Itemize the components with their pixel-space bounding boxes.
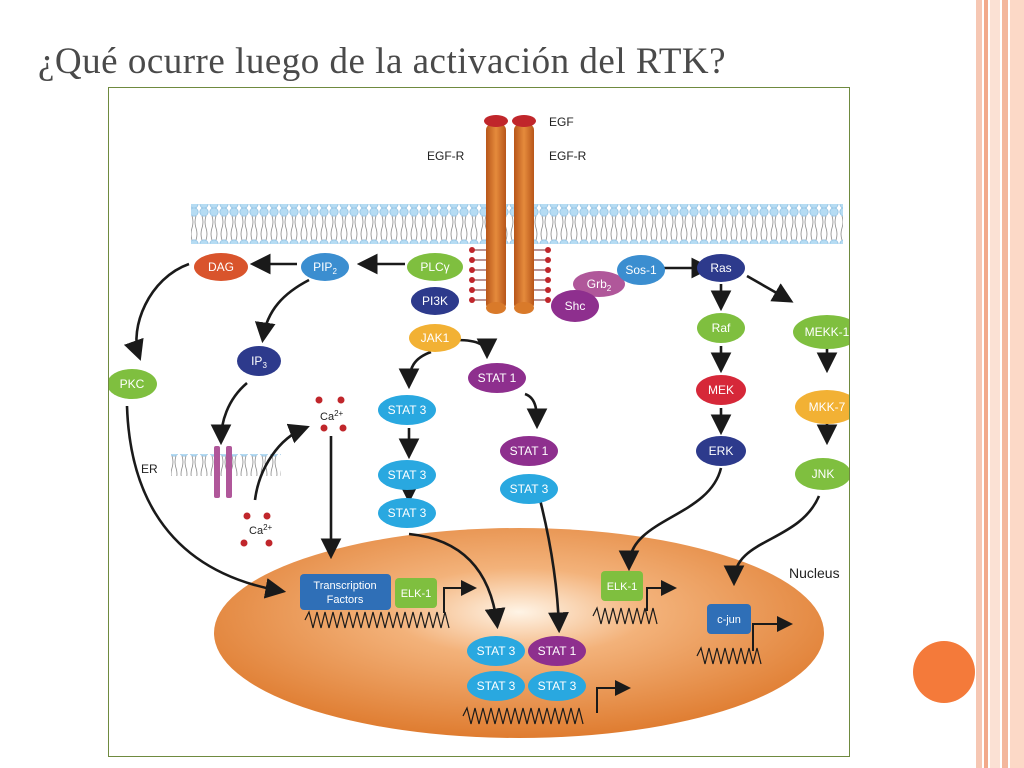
- svg-text:IP3: IP3: [251, 354, 267, 370]
- pkc-node: PKC: [109, 369, 157, 399]
- stat3-node-d: STAT 3: [378, 498, 436, 528]
- decorative-stripes: [976, 0, 1024, 768]
- calcium-label-bottom: Ca2+: [249, 523, 273, 537]
- stat1-node-b: STAT 1: [500, 436, 558, 466]
- svg-text:STAT 1: STAT 1: [478, 371, 517, 385]
- svg-text:DAG: DAG: [208, 260, 234, 274]
- nucleus-label: Nucleus: [789, 565, 840, 581]
- egf-ligand: [484, 115, 508, 127]
- svg-text:MKK-7: MKK-7: [809, 400, 846, 414]
- svg-text:STAT 1: STAT 1: [510, 444, 549, 458]
- egfr-left-label: EGF-R: [427, 149, 465, 163]
- phosphate-groups: [474, 249, 546, 301]
- dna-strands: [304, 606, 762, 725]
- calcium-ions-top: [315, 396, 347, 432]
- svg-text:PI3K: PI3K: [422, 294, 448, 308]
- elk1-right-box: ELK-1: [601, 571, 643, 601]
- stripe: [984, 0, 988, 768]
- jnk-node: JNK: [795, 458, 849, 490]
- mekk1-node: MEKK-1: [793, 315, 849, 349]
- nuclear-stat3-3: STAT 3: [528, 671, 586, 701]
- calcium-label-top: Ca2+: [320, 409, 344, 423]
- egf-receptor: [469, 115, 551, 314]
- raf-node: Raf: [697, 313, 745, 343]
- sos1-node: Sos-1: [617, 255, 665, 285]
- svg-text:STAT 1: STAT 1: [538, 644, 577, 658]
- dag-node: DAG: [194, 253, 248, 281]
- pip2-node: PIP2: [301, 253, 349, 281]
- svg-text:STAT 3: STAT 3: [538, 679, 577, 693]
- svg-text:MEKK-1: MEKK-1: [805, 325, 849, 339]
- calcium-ions-bottom: [240, 512, 273, 547]
- svg-text:PIP2: PIP2: [313, 260, 337, 276]
- shc-node: Shc: [551, 290, 599, 322]
- cjun-box: c-jun: [707, 604, 751, 634]
- gene-arrows: [443, 580, 793, 713]
- svg-text:MEK: MEK: [708, 383, 734, 397]
- svg-text:Shc: Shc: [565, 299, 586, 313]
- svg-text:Raf: Raf: [712, 321, 731, 335]
- ip3-receptor-channel: [226, 446, 232, 498]
- mek-node: MEK: [696, 375, 746, 405]
- pi3k-node: PI3K: [411, 287, 459, 315]
- svg-text:STAT 3: STAT 3: [477, 644, 516, 658]
- svg-text:STAT 3: STAT 3: [388, 403, 427, 417]
- svg-text:Sos-1: Sos-1: [625, 263, 657, 277]
- er-label: ER: [141, 462, 158, 476]
- grb2-node: Grb2: [573, 271, 625, 297]
- svg-text:JNK: JNK: [812, 467, 835, 481]
- nuclear-stat1: STAT 1: [528, 636, 586, 666]
- egfr-right-label: EGF-R: [549, 149, 587, 163]
- svg-text:STAT 3: STAT 3: [477, 679, 516, 693]
- stripe: [1010, 0, 1024, 768]
- stat3-node-b: STAT 3: [500, 474, 558, 504]
- svg-text:Factors: Factors: [327, 594, 364, 606]
- diagram-canvas: Nucleus EGF EGF-R EGF-R ER: [109, 115, 849, 738]
- svg-text:ELK-1: ELK-1: [607, 581, 638, 593]
- svg-text:ERK: ERK: [709, 444, 734, 458]
- stripe: [976, 0, 982, 768]
- svg-text:JAK1: JAK1: [421, 331, 450, 345]
- transcription-factors-box: Transcription Factors: [300, 574, 391, 610]
- ip3-receptor-channel: [214, 446, 220, 498]
- svg-text:STAT 3: STAT 3: [388, 506, 427, 520]
- elk1-left-box: ELK-1: [395, 578, 437, 608]
- svg-text:Transcription: Transcription: [313, 580, 376, 592]
- egf-label: EGF: [549, 115, 574, 129]
- svg-text:ELK-1: ELK-1: [401, 588, 432, 600]
- stripe: [990, 0, 1000, 768]
- stripe: [1002, 0, 1008, 768]
- svg-text:PKC: PKC: [120, 377, 145, 391]
- signaling-diagram: Nucleus EGF EGF-R EGF-R ER: [108, 87, 850, 757]
- egf-ligand: [512, 115, 536, 127]
- stat1-node-a: STAT 1: [468, 363, 526, 393]
- stat3-node-c: STAT 3: [378, 460, 436, 490]
- ras-node: Ras: [697, 254, 745, 282]
- svg-text:Grb2: Grb2: [587, 277, 612, 293]
- svg-text:Ras: Ras: [710, 261, 731, 275]
- ip3-node: IP3: [237, 346, 281, 376]
- svg-text:c-jun: c-jun: [717, 614, 741, 626]
- plcg-node: PLCγ: [407, 253, 463, 281]
- nuclear-stat3-1: STAT 3: [467, 636, 525, 666]
- pathway-arrows: [123, 253, 838, 634]
- mkk7-node: MKK-7: [795, 390, 849, 424]
- erk-node: ERK: [696, 436, 746, 466]
- slide-title: ¿Qué ocurre luego de la activación del R…: [38, 41, 727, 82]
- stat3-node-a: STAT 3: [378, 395, 436, 425]
- svg-text:STAT 3: STAT 3: [510, 482, 549, 496]
- nuclear-stat3-2: STAT 3: [467, 671, 525, 701]
- decorative-orange-circle: [913, 641, 975, 703]
- jak1-node: JAK1: [409, 324, 461, 352]
- svg-text:PLCγ: PLCγ: [420, 260, 449, 274]
- svg-text:STAT 3: STAT 3: [388, 468, 427, 482]
